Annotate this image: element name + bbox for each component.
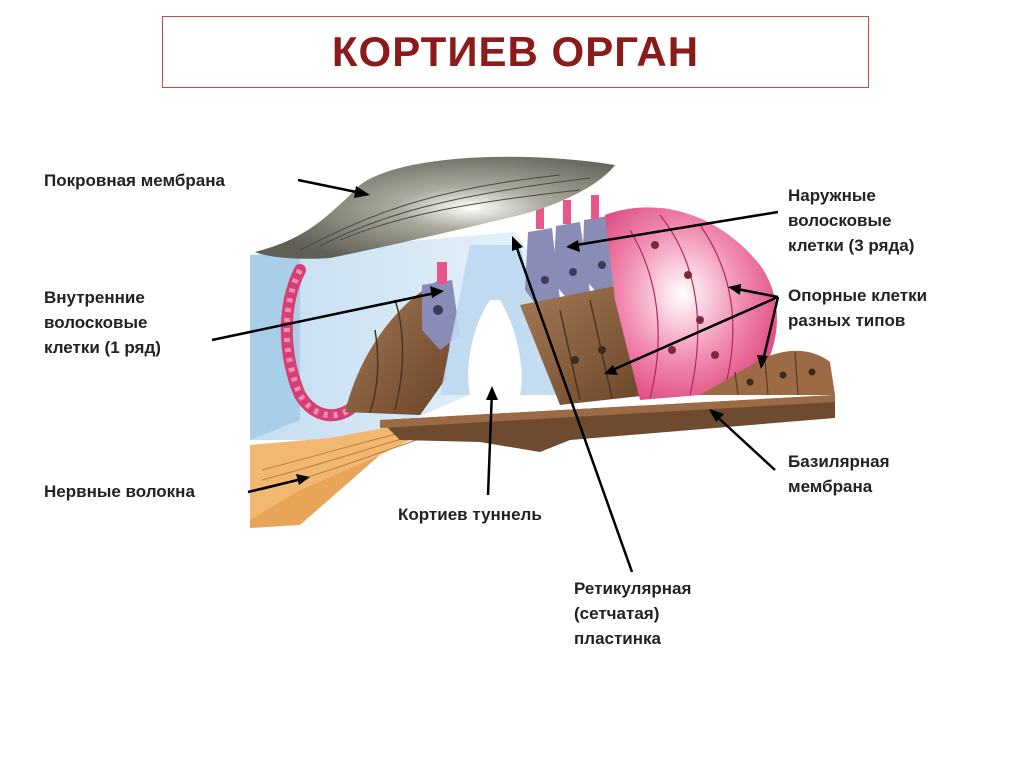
- pointer-outer-hair: [569, 210, 779, 248]
- arrowhead-outer-hair: [566, 240, 580, 252]
- label-nerve-fibers: Нервные волокна: [44, 482, 195, 501]
- inner-sulcus-cells: [280, 264, 361, 422]
- hensen-cells: [605, 207, 777, 400]
- label-inner-hair-cells: Внутренние волосковые клетки (1 ряд): [44, 288, 161, 357]
- arrowhead-reticular: [512, 236, 523, 251]
- pointer-nerve: [247, 476, 307, 494]
- pointer-supporting-1: [607, 295, 779, 374]
- arrowhead-nerve: [296, 474, 310, 485]
- label-basilar-membrane: Базилярная мембрана: [788, 452, 890, 496]
- arrowhead-tectorial: [354, 186, 370, 198]
- pointer-reticular: [512, 239, 634, 573]
- arrowhead-tunnel: [486, 386, 498, 400]
- inner-hair-cell: [422, 262, 460, 350]
- basilar-membrane: [380, 395, 835, 452]
- outer-hair-cells: [525, 195, 620, 310]
- arrowhead-inner-hair: [430, 286, 444, 298]
- pointer-supporting-3: [760, 296, 780, 366]
- arrowhead-supporting-2: [728, 284, 741, 295]
- label-tectorial-membrane: Покровная мембрана: [44, 171, 225, 190]
- title-box: КОРТИЕВ ОРГАН: [162, 16, 869, 88]
- pointer-lines: [211, 178, 780, 573]
- label-corti-tunnel: Кортиев туннель: [398, 505, 542, 524]
- label-supporting-cells: Опорные клетки разных типов: [788, 286, 928, 330]
- label-reticular-lamina: Ретикулярная (сетчатая) пластинка: [574, 579, 692, 648]
- label-outer-hair-cells: Наружные волосковые клетки (3 ряда): [788, 186, 915, 255]
- pointer-inner-hair: [211, 290, 441, 342]
- page-title: КОРТИЕВ ОРГАН: [331, 28, 700, 75]
- tectorial-membrane: [255, 156, 615, 259]
- claudius-cells: [700, 350, 835, 396]
- pointer-basilar: [711, 411, 776, 471]
- arrowhead-supporting-1: [604, 365, 618, 375]
- pointer-arrowheads: [296, 186, 768, 485]
- pointer-tectorial: [297, 178, 367, 196]
- arrowhead-basilar: [709, 409, 724, 422]
- deiters-cells: [520, 285, 650, 405]
- arrowhead-supporting-3: [757, 355, 768, 369]
- pointer-tunnel: [486, 389, 494, 496]
